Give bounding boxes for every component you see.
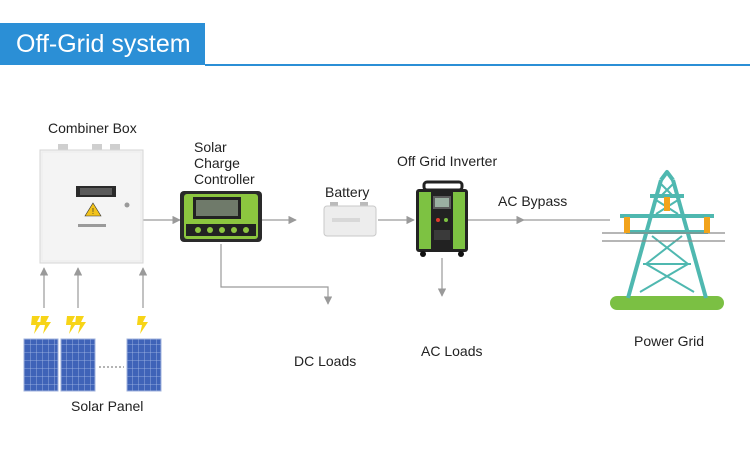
battery <box>323 202 377 237</box>
header-rule <box>205 64 750 66</box>
ac-bypass-label: AC Bypass <box>498 193 567 209</box>
lightning-icon-2 <box>40 316 51 334</box>
svg-text:!: ! <box>92 207 94 216</box>
power-grid-label: Power Grid <box>634 333 704 349</box>
warning-icon <box>84 202 102 217</box>
connection-lines <box>39 215 610 308</box>
solar-panel-3 <box>126 338 162 392</box>
header-title-box <box>0 23 205 65</box>
solar-panel-1 <box>23 338 59 392</box>
solar-panel-label: Solar Panel <box>71 398 143 414</box>
ac-loads-label: AC Loads <box>421 343 482 359</box>
lightning-icons <box>31 316 148 334</box>
lightning-icon-4 <box>75 316 86 334</box>
solar-panel-2 <box>60 338 96 392</box>
inverter-label: Off Grid Inverter <box>397 153 497 169</box>
lightning-icon-3 <box>66 316 77 334</box>
combiner-box: ! <box>39 144 144 264</box>
lightning-icon-5 <box>137 316 148 334</box>
charge-controller <box>180 191 262 242</box>
line-controller-to-dc-loads <box>220 244 333 305</box>
header: Off-Grid system <box>0 23 750 66</box>
dc-loads-label: DC Loads <box>294 353 356 369</box>
inverter <box>416 180 468 257</box>
charge-controller-label-line3: Controller <box>194 171 255 187</box>
solar-panels <box>23 316 162 392</box>
charge-controller-label-line2: Charge <box>194 155 240 171</box>
battery-label: Battery <box>325 184 369 200</box>
page-title: Off-Grid system <box>16 30 191 58</box>
power-grid-tower <box>602 170 725 310</box>
combiner-box-label: Combiner Box <box>48 120 137 136</box>
charge-controller-label-line1: Solar <box>194 139 227 155</box>
lightning-icon-1 <box>31 316 42 334</box>
